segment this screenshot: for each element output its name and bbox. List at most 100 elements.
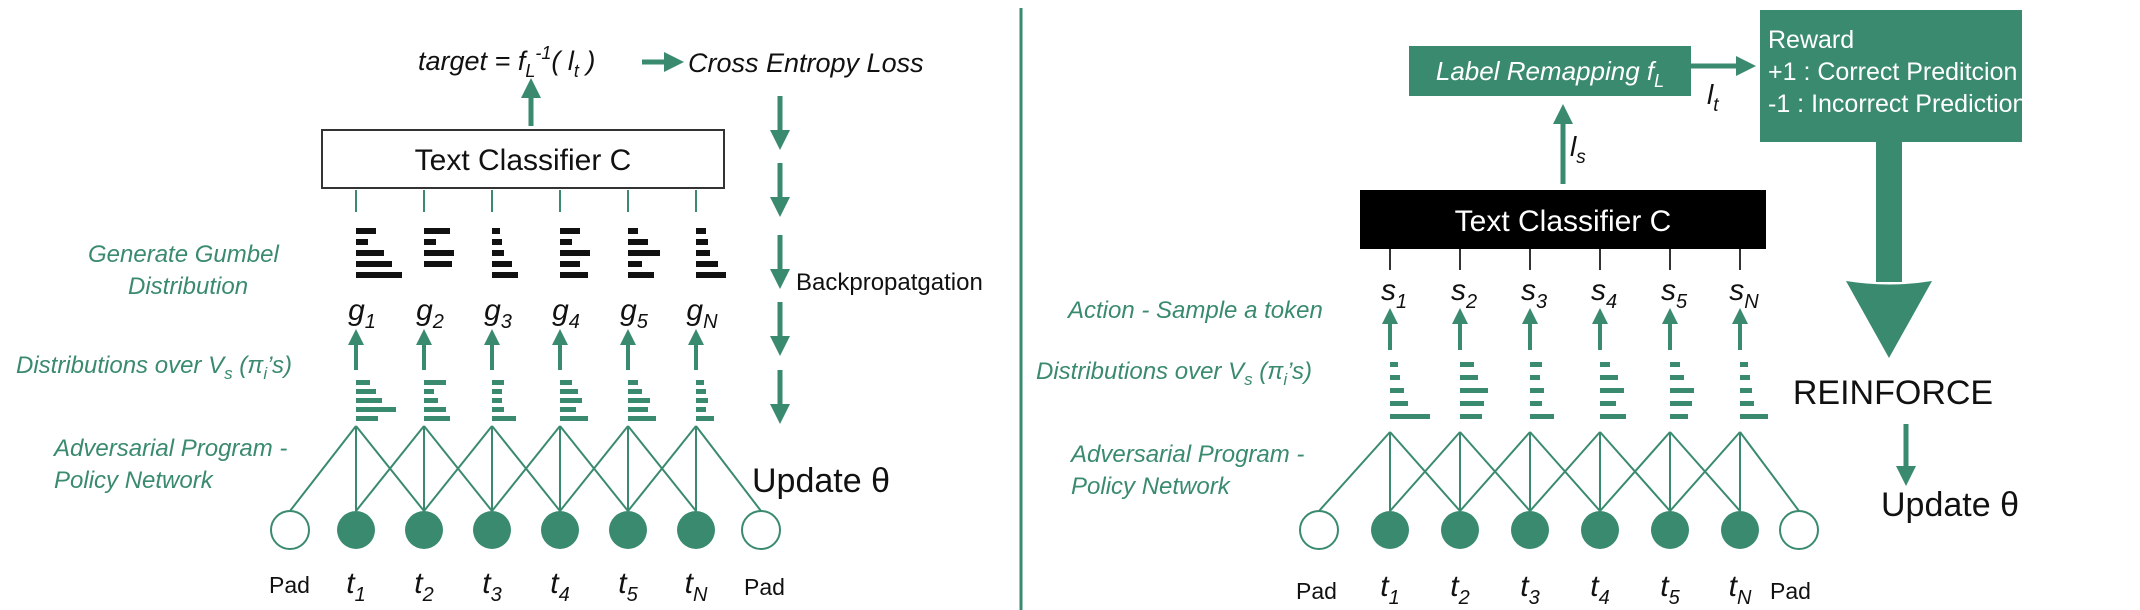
left-pad-node xyxy=(270,510,310,550)
token-label: tN xyxy=(1729,570,1752,609)
gumbel-sample-label: g4 xyxy=(552,294,580,333)
right-update-label: Update θ xyxy=(1881,486,2019,524)
policy-distribution-bars xyxy=(1670,362,1694,419)
reward-title: Reward xyxy=(1768,26,1854,54)
right-program-label-line2: Policy Network xyxy=(1071,473,1232,500)
left-token-column: g2 t2 xyxy=(414,190,454,606)
token-label: t2 xyxy=(1450,570,1469,609)
target-formula: target = fL-1( lt ) xyxy=(418,43,595,81)
token-label: t4 xyxy=(550,567,569,606)
sampled-token-label: s1 xyxy=(1381,274,1407,313)
token-label: t4 xyxy=(1590,570,1609,609)
token-label: t3 xyxy=(1520,570,1539,609)
reward-down-shaft xyxy=(1876,142,1902,282)
right-token-column: s5 t5 xyxy=(1660,249,1694,609)
action-label: Action - Sample a token xyxy=(1066,297,1323,324)
gumbel-sample-label: g3 xyxy=(484,294,512,333)
left-token-node xyxy=(609,511,647,549)
gumbel-sample-label: g2 xyxy=(416,294,444,333)
right-token-node xyxy=(1441,511,1479,549)
right-token-column: s2 t2 xyxy=(1450,249,1488,609)
token-label: t1 xyxy=(346,567,365,606)
gumbel-distribution-bars xyxy=(628,228,660,278)
sampled-token-label: s4 xyxy=(1591,274,1617,313)
backprop-label: Backpropatgation xyxy=(796,269,983,296)
left-token-column: g5 t5 xyxy=(618,190,660,606)
left-token-node xyxy=(677,511,715,549)
left-update-label: Update θ xyxy=(752,462,890,500)
left-distributions-label: Distributions over Vs (πi’s) xyxy=(16,352,292,383)
policy-distribution-bars xyxy=(1390,362,1430,419)
right-panel-pad-right: Pad xyxy=(1770,578,1811,604)
ls-label: ls xyxy=(1570,131,1586,168)
right-token-column: s1 t1 xyxy=(1380,249,1430,609)
gumbel-sample-label: gN xyxy=(686,294,718,333)
label-remap-label: Label Remapping fL xyxy=(1436,56,1664,91)
left-token-column: g4 t4 xyxy=(550,190,590,606)
gumbel-distribution-bars xyxy=(356,228,402,278)
right-panel-pad-left: Pad xyxy=(1296,578,1337,604)
left-token-node xyxy=(541,511,579,549)
left-program-label-line1: Adversarial Program - xyxy=(52,435,287,462)
sampled-token-label: sN xyxy=(1729,274,1759,313)
sampled-token-label: s5 xyxy=(1661,274,1688,313)
gumbel-label-line2: Distribution xyxy=(128,273,248,300)
gumbel-distribution-bars xyxy=(560,228,590,278)
reward-positive: +1 : Correct Preditcion xyxy=(1768,58,2017,86)
right-pad-node xyxy=(1299,510,1339,550)
right-token-node xyxy=(1721,511,1759,549)
reward-negative: -1 : Incorrect Prediction xyxy=(1768,90,2026,118)
gumbel-distribution-bars xyxy=(492,228,518,278)
right-token-node xyxy=(1651,511,1689,549)
left-token-node xyxy=(405,511,443,549)
left-classifier-box xyxy=(321,129,725,189)
right-token-node xyxy=(1581,511,1619,549)
policy-distribution-bars xyxy=(424,380,450,421)
gumbel-sample-label: g5 xyxy=(620,294,649,333)
lt-label: lt xyxy=(1707,79,1719,116)
right-token-node xyxy=(1371,511,1409,549)
reinforce-label: REINFORCE xyxy=(1793,374,1993,412)
left-policy-network xyxy=(270,425,781,550)
policy-distribution-bars xyxy=(1460,362,1488,419)
policy-distribution-bars xyxy=(628,380,656,421)
token-label: t2 xyxy=(414,567,433,606)
left-classifier-label: Text Classifier C xyxy=(415,144,632,177)
policy-distribution-bars xyxy=(1740,362,1768,419)
gumbel-distribution-bars xyxy=(424,228,454,267)
right-token-node xyxy=(1511,511,1549,549)
right-token-columns: s1 t1 s2 t2 s3 t3 s4 t4 s5 t5 sN tN xyxy=(1380,249,1768,609)
right-classifier-box xyxy=(1360,190,1766,249)
token-label: t5 xyxy=(618,567,638,606)
policy-distribution-bars xyxy=(696,380,714,421)
token-label: t1 xyxy=(1380,570,1399,609)
loss-label: Cross Entropy Loss xyxy=(688,48,924,78)
right-token-column: s3 t3 xyxy=(1520,249,1554,609)
right-program-label-line1: Adversarial Program - xyxy=(1069,441,1304,468)
right-classifier-label: Text Classifier C xyxy=(1455,205,1672,238)
left-pad-label: Pad xyxy=(269,572,310,598)
right-distributions-label: Distributions over Vs (πi’s) xyxy=(1036,358,1312,389)
sampled-token-label: s2 xyxy=(1451,274,1477,313)
reward-down-arrowhead xyxy=(1846,281,1932,358)
left-token-column: g1 t1 xyxy=(346,190,402,606)
sampled-token-label: s3 xyxy=(1521,274,1547,313)
policy-distribution-bars xyxy=(560,380,588,421)
policy-distribution-bars xyxy=(492,380,516,421)
right-pad-label-left-panel: Pad xyxy=(744,574,785,600)
token-label: t5 xyxy=(1660,570,1680,609)
gumbel-sample-label: g1 xyxy=(348,294,376,333)
policy-distribution-bars xyxy=(1530,362,1554,419)
right-panel: Label Remapping fL lt Reward +1 : Correc… xyxy=(1036,10,2026,609)
left-pad-node xyxy=(741,510,781,550)
policy-distribution-bars xyxy=(356,380,396,421)
right-token-column: s4 t4 xyxy=(1590,249,1626,609)
right-pad-node xyxy=(1779,510,1819,550)
left-token-node xyxy=(337,511,375,549)
left-program-label-line2: Policy Network xyxy=(54,467,215,494)
